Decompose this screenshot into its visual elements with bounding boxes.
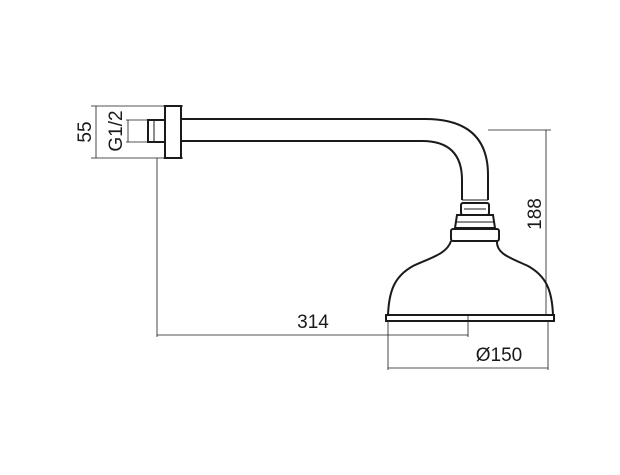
dimension-lines — [95, 106, 548, 369]
thread-connector — [147, 119, 166, 143]
shower-head — [385, 240, 555, 322]
shower-arm — [181, 118, 489, 201]
dim-label-total-drop: 188 — [525, 198, 546, 230]
extension-lines — [91, 105, 553, 370]
dim-label-wall-plate-height: 55 — [75, 121, 96, 142]
dim-label-thread-size: G1/2 — [106, 110, 127, 151]
ball-joint — [450, 202, 500, 242]
dim-label-arm-projection: 314 — [297, 312, 329, 333]
dim-label-head-diameter: Ø150 — [476, 345, 522, 366]
